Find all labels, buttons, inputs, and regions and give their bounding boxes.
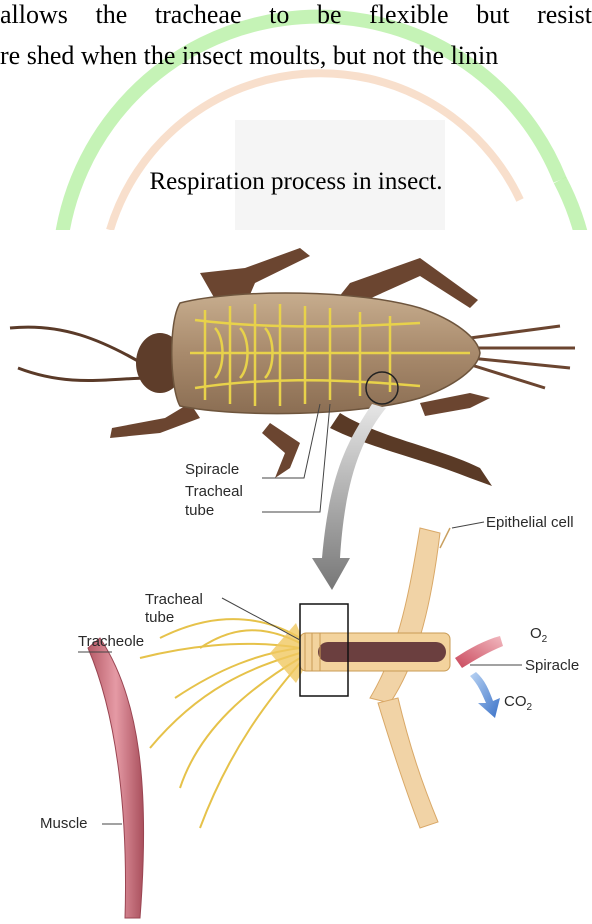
word: allows	[0, 2, 68, 28]
o2-subscript: 2	[542, 634, 548, 645]
co2-text: CO	[504, 693, 527, 710]
label-tracheal-tube-top-2: tube	[185, 502, 214, 519]
insect-respiration-figure: Spiracle Tracheal tube	[0, 228, 592, 924]
paragraph-line-1: allows the tracheae to be flexible but r…	[0, 2, 592, 28]
tracheal-tube	[300, 633, 450, 671]
word: to	[269, 2, 289, 28]
word: the	[96, 2, 128, 28]
figure-caption: Respiration process in insect.	[0, 168, 592, 196]
word: tracheae	[155, 2, 242, 28]
co2-subscript: 2	[527, 702, 533, 713]
word: flexible	[369, 2, 448, 28]
label-epithelial-cell: Epithelial cell	[486, 514, 574, 531]
o2-text: O	[530, 625, 542, 642]
label-muscle: Muscle	[40, 815, 88, 832]
label-tracheole: Tracheole	[78, 633, 144, 650]
label-tracheal-tube-1: Tracheal	[145, 591, 203, 608]
word: resist	[537, 2, 592, 28]
label-tracheal-tube-top-1: Tracheal	[185, 483, 243, 500]
label-spiracle: Spiracle	[525, 657, 579, 674]
word: be	[317, 2, 342, 28]
paragraph-line-2: re shed when the insect moults, but not …	[0, 43, 498, 69]
label-tracheal-tube-2: tube	[145, 609, 174, 626]
word: but	[476, 2, 509, 28]
label-spiracle-top: Spiracle	[185, 461, 239, 478]
